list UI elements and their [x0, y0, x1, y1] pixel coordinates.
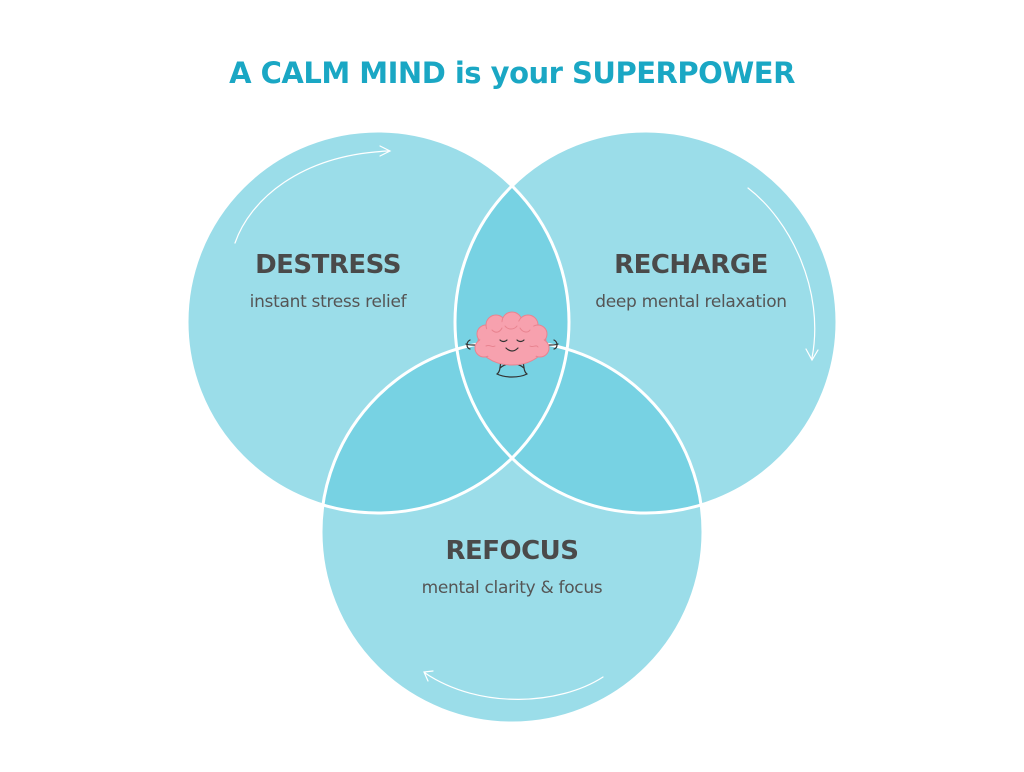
meditating-brain-icon [465, 311, 559, 378]
cycle-arrow-right [747, 187, 819, 362]
recharge-caption: deep mental relaxation [595, 292, 787, 312]
overlap-destress-refocus [321, 341, 569, 513]
recharge-label-group: RECHARGE deep mental relaxation [541, 250, 841, 312]
destress-caption: instant stress relief [249, 292, 407, 312]
recharge-heading: RECHARGE [614, 250, 768, 280]
refocus-label-group: REFOCUS mental clarity & focus [362, 536, 662, 598]
refocus-heading: REFOCUS [445, 536, 579, 566]
cycle-arrow-top-left [234, 145, 392, 244]
refocus-caption: mental clarity & focus [421, 578, 603, 598]
outline-destress [185, 129, 571, 515]
cycle-arrow-bottom [423, 670, 604, 700]
page-title: A CALM MIND is your SUPERPOWER [229, 56, 795, 90]
destress-label-group: DESTRESS instant stress relief [178, 250, 478, 312]
outline-recharge [453, 129, 839, 515]
destress-heading: DESTRESS [255, 250, 401, 280]
overlap-recharge-refocus [455, 341, 703, 513]
